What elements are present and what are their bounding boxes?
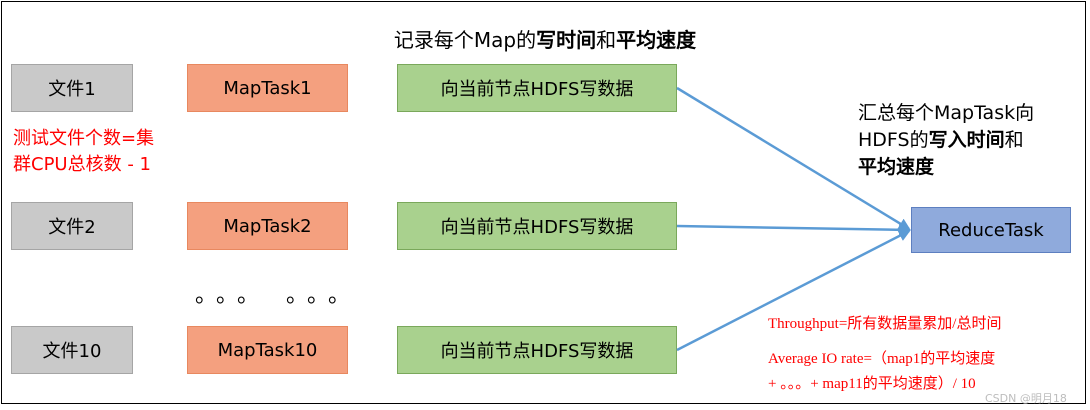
summary-line1: 汇总每个MapTask向 (858, 102, 1035, 124)
ellipsis-dots: 。。。 。。。 (195, 283, 360, 308)
avg-io-formula-line1: Average IO rate=（map1的平均速度 (768, 351, 996, 367)
avg-io-formula-line2: + 。。。+ map11的平均速度）/ 10 (768, 376, 976, 392)
summary-line2: HDFS的写入时间和 (858, 127, 1034, 154)
title-part2: 和 (596, 28, 617, 52)
title-bold2: 平均速度 (616, 28, 697, 52)
hdfs-write-box-2: 向当前节点HDFS写数据 (397, 202, 677, 250)
summary-line2-a: HDFS的 (858, 129, 929, 151)
maptask-box-2: MapTask2 (187, 202, 348, 250)
file-box-10: 文件10 (11, 326, 133, 374)
file-box-2: 文件2 (11, 202, 133, 250)
file-count-note: 测试文件个数=集 群CPU总核数 - 1 (13, 126, 154, 178)
summary-text: 汇总每个MapTask向 HDFS的写入时间和 平均速度 (858, 100, 1034, 181)
title-bold1: 写时间 (536, 28, 597, 52)
title-part1: 记录每个Map的 (393, 28, 537, 52)
watermark: CSDN @明月18 (985, 392, 1067, 405)
summary-line2-bold: 写入时间 (928, 129, 1005, 151)
hdfs-write-box-1: 向当前节点HDFS写数据 (397, 64, 677, 112)
maptask-box-10: MapTask10 (187, 326, 348, 374)
diagram-title: 记录每个Map的写时间和平均速度 (0, 24, 1090, 53)
hdfs-write-box-10: 向当前节点HDFS写数据 (397, 326, 677, 374)
reducetask-box: ReduceTask (911, 207, 1071, 253)
summary-line3: 平均速度 (858, 156, 935, 178)
summary-line2-c: 和 (1004, 129, 1024, 151)
throughput-formula: Throughput=所有数据量累加/总时间 (768, 316, 1002, 332)
maptask-box-1: MapTask1 (187, 64, 348, 112)
note-line2: 群CPU总核数 - 1 (13, 154, 151, 175)
file-box-1: 文件1 (11, 64, 133, 112)
note-line1: 测试文件个数=集 (13, 128, 155, 149)
